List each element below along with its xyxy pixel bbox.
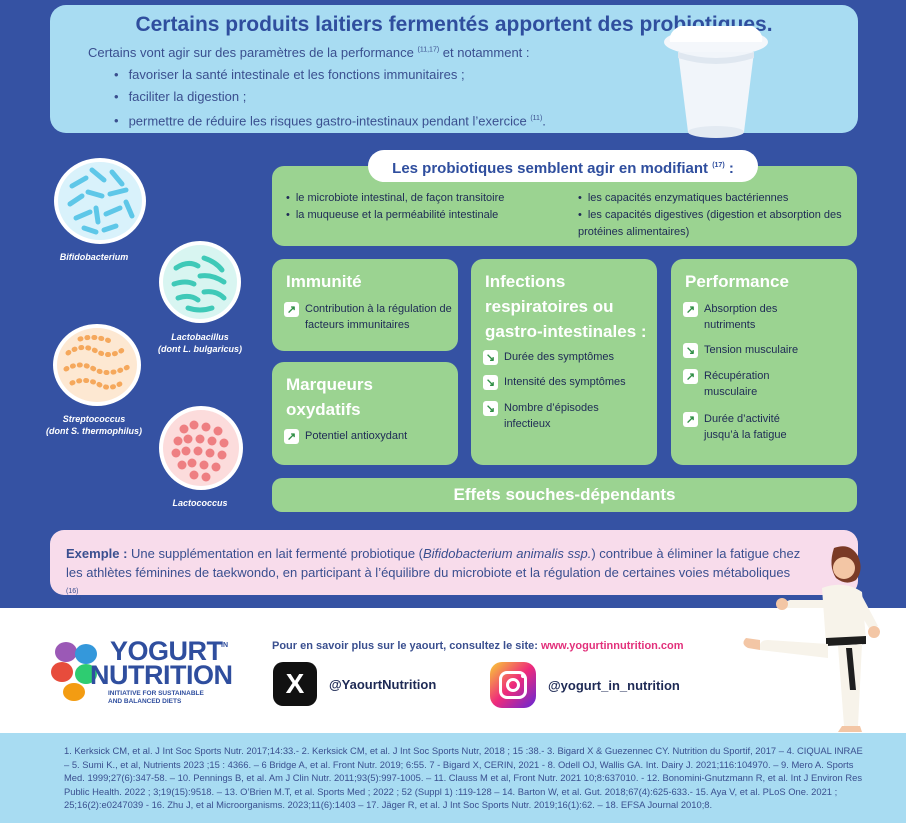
arrow-down-icon: ↘: [483, 401, 498, 416]
list-item: ↘Durée des symptômes: [483, 349, 651, 365]
taekwondo-athlete-illustration: [743, 546, 880, 732]
arrow-up-icon: ↗: [284, 429, 299, 444]
card-title: Marqueurs oxydatifs: [286, 375, 373, 419]
instagram-logo-icon: [490, 662, 536, 708]
list-item: ↘Intensité des symptômes: [483, 374, 651, 390]
lactobacillus-icon: [159, 241, 241, 323]
more-info-text: Pour en savoir plus sur le yaourt, consu…: [272, 640, 684, 652]
list-item: la muqueuse et la perméabilité intestina…: [286, 207, 546, 224]
yogurt-cup-illustration: [664, 26, 768, 138]
list-item: ↗Récupération musculaire: [683, 368, 793, 400]
modifiers-title: Les probiotiques semblent agir en modifi…: [368, 150, 758, 182]
card-title: Immunité: [286, 272, 362, 291]
arrow-up-icon: ↗: [683, 302, 698, 317]
immunite-card: Immunité ↗Contribution à la régulation d…: [272, 259, 458, 351]
bifidobacterium-label: Bifidobacterium: [59, 252, 129, 262]
logo-in: IN: [221, 642, 228, 649]
card-title: Performance: [685, 272, 789, 291]
lactococcus-icon: [159, 406, 243, 490]
card-title: Infections respiratoires ou gastro-intes…: [485, 272, 647, 341]
list-item: ↗Potentiel antioxydant: [284, 428, 452, 444]
list-item: les capacités enzymatiques bactériennes: [578, 190, 848, 207]
logo-flower-icon: [51, 642, 97, 701]
intro-bullets: favoriser la santé intestinale et les fo…: [114, 65, 546, 131]
arrow-up-icon: ↗: [683, 369, 698, 384]
page-title: Certains produits laitiers fermentés app…: [135, 13, 773, 36]
website-link[interactable]: www.yogurtinnutrition.com: [540, 640, 684, 652]
example-text: Exemple : Une supplémentation en lait fe…: [66, 546, 801, 602]
intro-text: Certains vont agir sur des paramètres de…: [88, 45, 530, 60]
x-social-link[interactable]: X @YaourtNutrition: [273, 662, 436, 706]
marqueurs-card: Marqueurs oxydatifs ↗Potentiel antioxyda…: [272, 362, 458, 465]
performance-card: Performance ↗Absorption des nutriments ↘…: [671, 259, 857, 465]
list-item: ↗Durée d’activité jusqu’à la fatigue: [683, 411, 793, 443]
arrow-down-icon: ↘: [483, 350, 498, 365]
logo-nutrition: NUTRITION: [90, 660, 233, 690]
logo-yogurt: YOGURT: [110, 636, 223, 666]
list-item: permettre de réduire les risques gastro-…: [114, 109, 546, 131]
list-item: ↗Absorption des nutriments: [683, 301, 793, 333]
list-item: les capacités digestives (digestion et a…: [578, 207, 848, 241]
example-box: Exemple : Une supplémentation en lait fe…: [50, 530, 858, 601]
x-handle: @YaourtNutrition: [329, 676, 437, 692]
modifiers-box: le microbiote intestinal, de façon trans…: [272, 166, 857, 246]
streptococcus-label: Streptococcus(dont S. thermophilus): [46, 414, 142, 436]
list-item: favoriser la santé intestinale et les fo…: [114, 65, 546, 87]
references-box: 1. Kerksick CM, et al. J Int Soc Sports …: [0, 733, 906, 823]
bifidobacterium-icon: [54, 158, 146, 244]
arrow-up-icon: ↗: [683, 412, 698, 427]
infections-card: Infections respiratoires ou gastro-intes…: [471, 259, 657, 465]
list-item: le microbiote intestinal, de façon trans…: [286, 190, 546, 207]
yogurt-in-nutrition-logo[interactable]: YOGURT IN NUTRITION INITIATIVE FOR SUSTA…: [50, 636, 240, 716]
streptococcus-icon: [53, 324, 141, 406]
list-item: faciliter la digestion ;: [114, 87, 546, 109]
references-text: 1. Kerksick CM, et al. J Int Soc Sports …: [64, 745, 863, 810]
instagram-social-link[interactable]: @yogurt_in_nutrition: [490, 662, 680, 708]
list-item: ↗Contribution à la régulation de facteur…: [284, 301, 452, 333]
list-item: ↘Nombre d’épisodes infectieux: [483, 400, 633, 432]
effets-banner: Effets souches-dépendants: [272, 478, 857, 512]
lactococcus-label: Lactococcus: [172, 498, 228, 508]
arrow-down-icon: ↘: [683, 343, 698, 358]
list-item: ↘Tension musculaire: [683, 342, 851, 358]
x-logo-icon: X: [273, 662, 317, 706]
arrow-up-icon: ↗: [284, 302, 299, 317]
arrow-down-icon: ↘: [483, 375, 498, 390]
instagram-handle: @yogurt_in_nutrition: [548, 677, 680, 693]
lactobacillus-label: Lactobacillus(dont L. bulgaricus): [158, 332, 242, 354]
